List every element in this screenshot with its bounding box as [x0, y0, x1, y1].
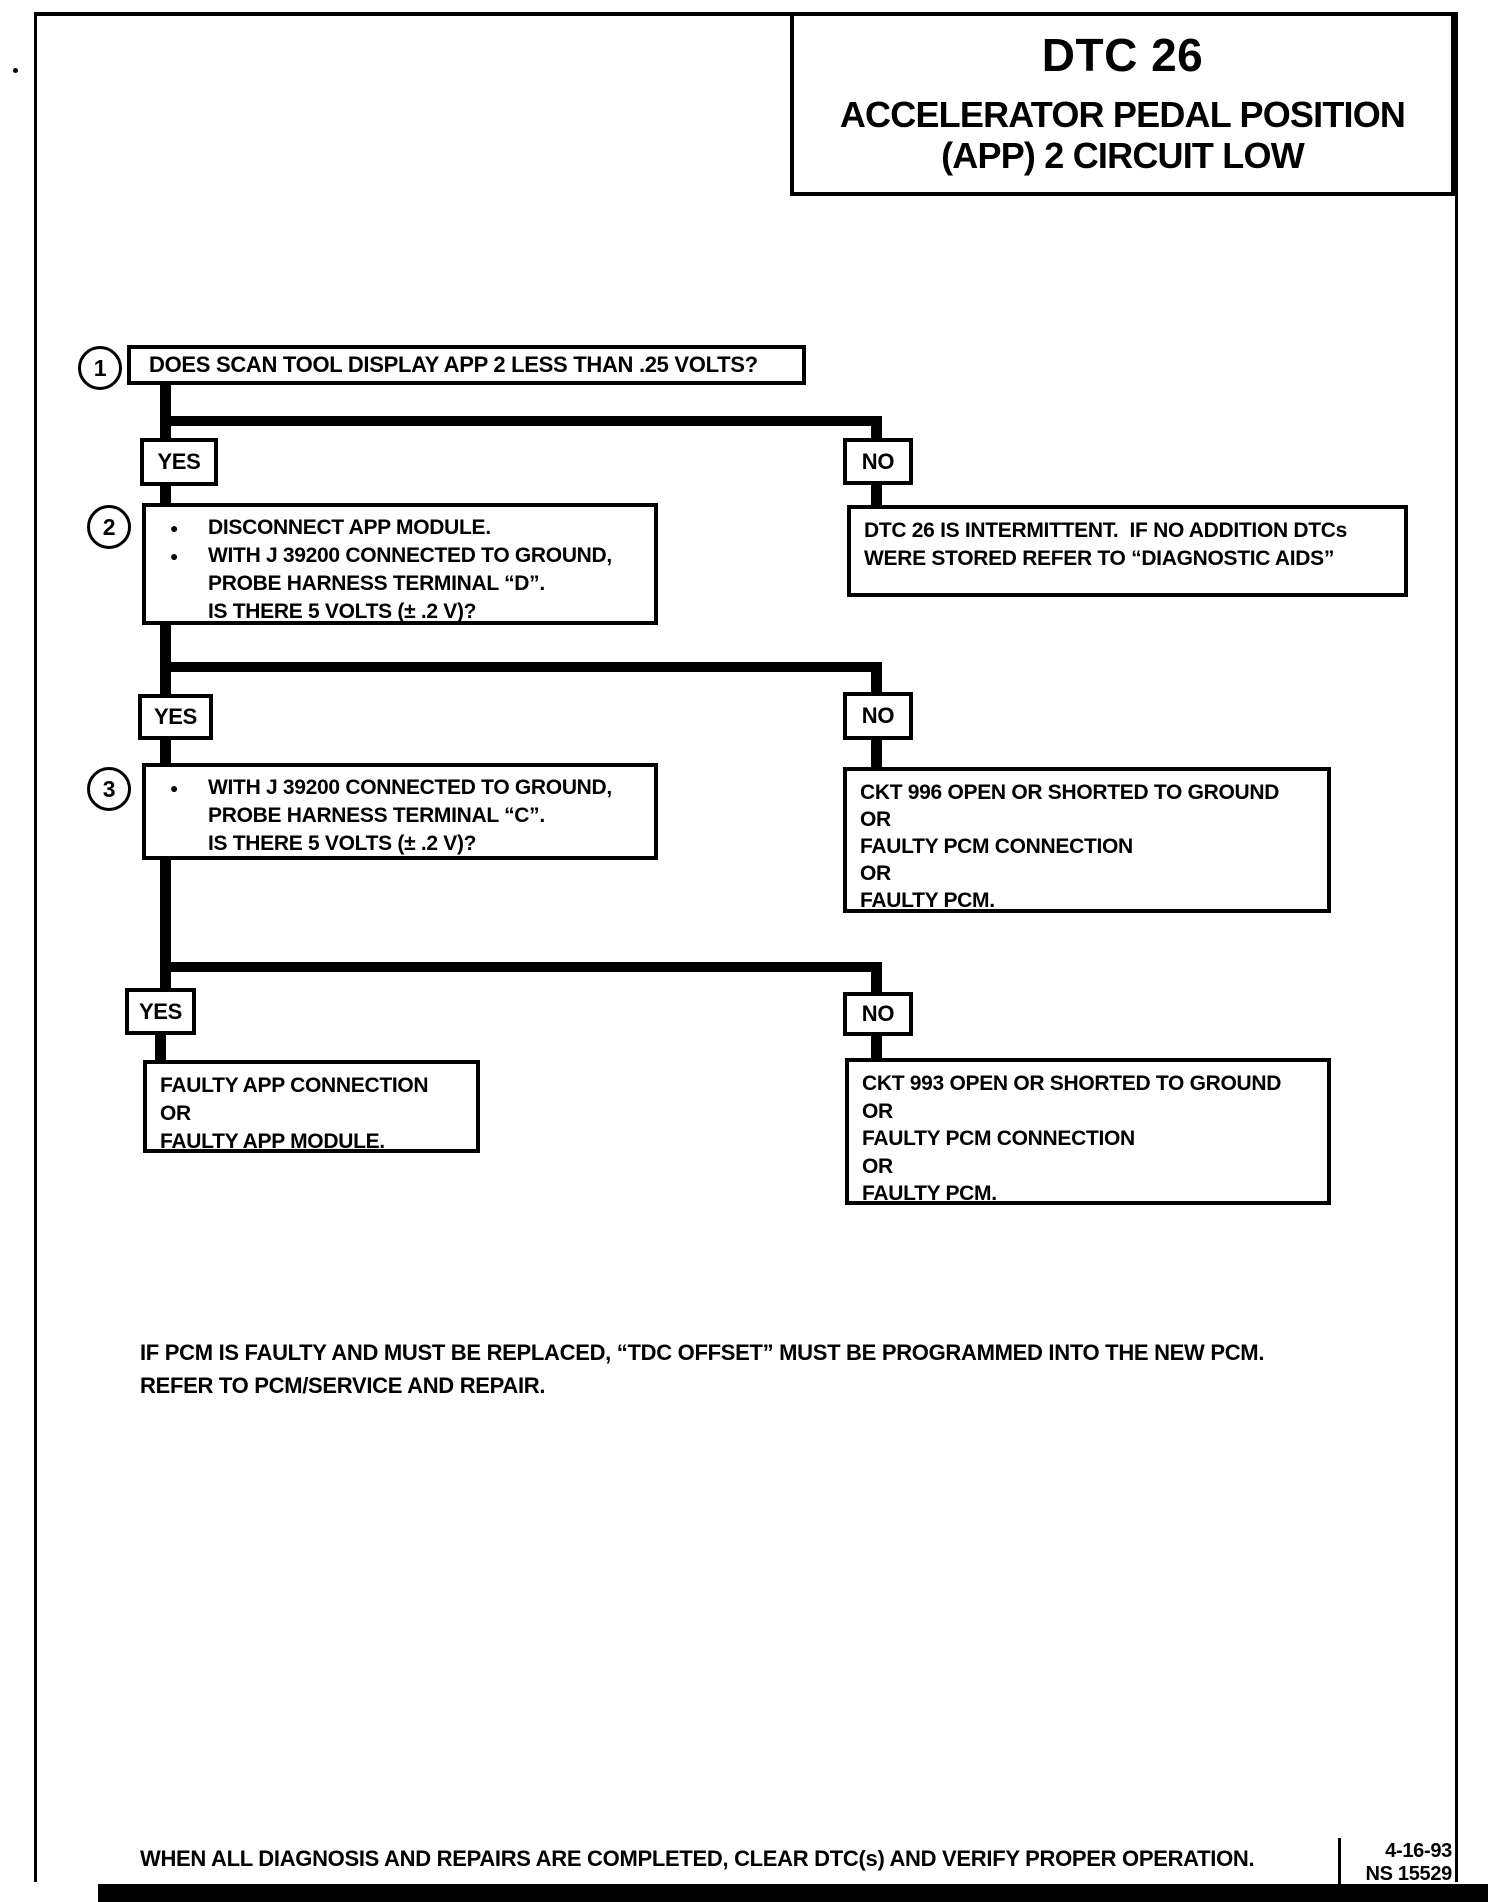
- step-3-bullet-1-row: ● WITH J 39200 CONNECTED TO GROUND,: [170, 774, 646, 802]
- step-3-bullet-1-line-2: PROBE HARNESS TERMINAL “C”.: [208, 804, 545, 827]
- connector-yes3-stub: [155, 1033, 166, 1062]
- scan-artifact-dot: [13, 68, 18, 73]
- no-1-label: NO: [861, 448, 895, 474]
- connector-no1-stub: [871, 483, 882, 508]
- result-ckt993-line-4: OR: [862, 1154, 893, 1178]
- bullet-icon: ●: [170, 548, 179, 564]
- step-1-circle: 1: [78, 346, 122, 390]
- connector-h1: [160, 416, 882, 426]
- result-ckt996-box: CKT 996 OPEN OR SHORTED TO GROUND OR FAU…: [843, 767, 1331, 913]
- title-line-1: ACCELERATOR PEDAL POSITION: [839, 94, 1406, 135]
- connector-h3: [160, 962, 882, 972]
- bullet-icon: ●: [170, 520, 179, 536]
- step-3-number: 3: [102, 775, 116, 802]
- yes-1-label-box: YES: [140, 438, 218, 486]
- title-box: DTC 26 ACCELERATOR PEDAL POSITION (APP) …: [790, 12, 1455, 196]
- result-faulty-app-line-3: FAULTY APP MODULE.: [160, 1130, 385, 1153]
- result-intermittent-box: DTC 26 IS INTERMITTENT. IF NO ADDITION D…: [847, 505, 1408, 597]
- result-faulty-app-line-2: OR: [160, 1102, 191, 1125]
- step-2-bullet-2-line-2: PROBE HARNESS TERMINAL “D”.: [208, 572, 545, 595]
- result-ckt993-line-2: OR: [862, 1099, 893, 1123]
- connector-yes2-stub: [160, 738, 171, 766]
- no-3-label: NO: [861, 1001, 895, 1026]
- bottom-scan-bar: [98, 1884, 1488, 1902]
- no-3-label-box: NO: [843, 992, 913, 1036]
- connector-v3: [160, 858, 171, 991]
- yes-3-label: YES: [138, 998, 183, 1024]
- connector-no3-stub: [871, 1034, 882, 1060]
- result-intermittent-line-1: DTC 26 IS INTERMITTENT. IF NO ADDITION D…: [864, 519, 1348, 542]
- step-3-bullet-1-line-3: IS THERE 5 VOLTS (± .2 V)?: [208, 832, 477, 855]
- step-3-bullet-1-line-2-row: PROBE HARNESS TERMINAL “C”.: [170, 802, 646, 830]
- pcm-note-line-2: REFER TO PCM/SERVICE AND REPAIR.: [140, 1373, 546, 1398]
- result-ckt996-line-5: FAULTY PCM.: [860, 889, 995, 912]
- pcm-note: IF PCM IS FAULTY AND MUST BE REPLACED, “…: [140, 1336, 1360, 1402]
- connector-v2: [160, 623, 171, 700]
- result-faulty-app-box: FAULTY APP CONNECTION OR FAULTY APP MODU…: [143, 1060, 480, 1153]
- result-ckt996-line-4: OR: [860, 862, 891, 885]
- no-1-label-box: NO: [843, 438, 913, 485]
- result-ckt993-line-1: CKT 993 OPEN OR SHORTED TO GROUND: [862, 1072, 1282, 1095]
- connector-h2: [160, 662, 882, 672]
- yes-3-label-box: YES: [125, 988, 196, 1035]
- step-1-question-text: DOES SCAN TOOL DISPLAY APP 2 LESS THAN .…: [149, 352, 758, 377]
- yes-2-label-box: YES: [138, 694, 213, 740]
- result-ckt996-line-3: FAULTY PCM CONNECTION: [860, 835, 1133, 858]
- step-2-bullet-2-line-3-row: IS THERE 5 VOLTS (± .2 V)?: [170, 598, 646, 626]
- yes-1-label: YES: [157, 449, 201, 474]
- bullet-icon: ●: [170, 780, 179, 796]
- step-2-bullet-2-line-1: WITH J 39200 CONNECTED TO GROUND,: [208, 544, 612, 567]
- result-ckt993-line-5: FAULTY PCM.: [862, 1182, 997, 1205]
- step-2-bullet-2-line-2-row: PROBE HARNESS TERMINAL “D”.: [170, 570, 646, 598]
- step-3-circle: 3: [87, 767, 131, 811]
- step-2-circle: 2: [87, 505, 131, 549]
- footer-instruction: WHEN ALL DIAGNOSIS AND REPAIRS ARE COMPL…: [140, 1846, 1255, 1871]
- step-3-bullet-1-line-3-row: IS THERE 5 VOLTS (± .2 V)?: [170, 830, 646, 858]
- result-intermittent-line-2: WERE STORED REFER TO “DIAGNOSTIC AIDS”: [864, 547, 1335, 570]
- connector-v3-right: [871, 962, 882, 995]
- step-2-bullet-1-row: ● DISCONNECT APP MODULE.: [170, 514, 646, 542]
- step-2-bullet-1-text: DISCONNECT APP MODULE.: [208, 516, 491, 539]
- connector-no2-stub: [871, 738, 882, 769]
- no-2-label-box: NO: [843, 692, 913, 740]
- step-1-number: 1: [93, 354, 107, 381]
- result-ckt993-box: CKT 993 OPEN OR SHORTED TO GROUND OR FAU…: [845, 1058, 1331, 1205]
- no-2-label: NO: [861, 703, 895, 728]
- connector-v2-right: [871, 662, 882, 695]
- step-2-number: 2: [102, 513, 116, 540]
- step-2-action-box: ● DISCONNECT APP MODULE. ● WITH J 39200 …: [142, 503, 658, 625]
- step-2-bullet-2-row: ● WITH J 39200 CONNECTED TO GROUND,: [170, 542, 646, 570]
- footer-date: 4-16-93: [1385, 1840, 1452, 1862]
- yes-2-label: YES: [153, 704, 198, 729]
- step-2-bullet-2-line-3: IS THERE 5 VOLTS (± .2 V)?: [208, 600, 477, 623]
- step-1-question-box: DOES SCAN TOOL DISPLAY APP 2 LESS THAN .…: [127, 345, 806, 385]
- connector-v1: [160, 381, 171, 441]
- footer-date-block: 4-16-93 NS 15529: [1340, 1840, 1452, 1886]
- connector-v1-right: [871, 416, 882, 442]
- title-line-2: (APP) 2 CIRCUIT LOW: [941, 135, 1305, 176]
- result-ckt996-line-2: OR: [860, 808, 891, 831]
- footer-divider-line: [1338, 1838, 1341, 1884]
- result-ckt993-line-3: FAULTY PCM CONNECTION: [862, 1127, 1135, 1150]
- footer-doc-number: NS 15529: [1365, 1863, 1452, 1885]
- dtc-code-title: DTC 26: [1041, 29, 1204, 81]
- result-faulty-app-line-1: FAULTY APP CONNECTION: [160, 1074, 429, 1097]
- step-3-bullet-1-line-1: WITH J 39200 CONNECTED TO GROUND,: [208, 776, 612, 799]
- page-border-frame: [34, 12, 1458, 1882]
- result-ckt996-line-1: CKT 996 OPEN OR SHORTED TO GROUND: [860, 781, 1280, 804]
- connector-yes1-stub: [160, 484, 171, 506]
- step-3-action-box: ● WITH J 39200 CONNECTED TO GROUND, PROB…: [142, 763, 658, 860]
- pcm-note-line-1: IF PCM IS FAULTY AND MUST BE REPLACED, “…: [140, 1340, 1265, 1365]
